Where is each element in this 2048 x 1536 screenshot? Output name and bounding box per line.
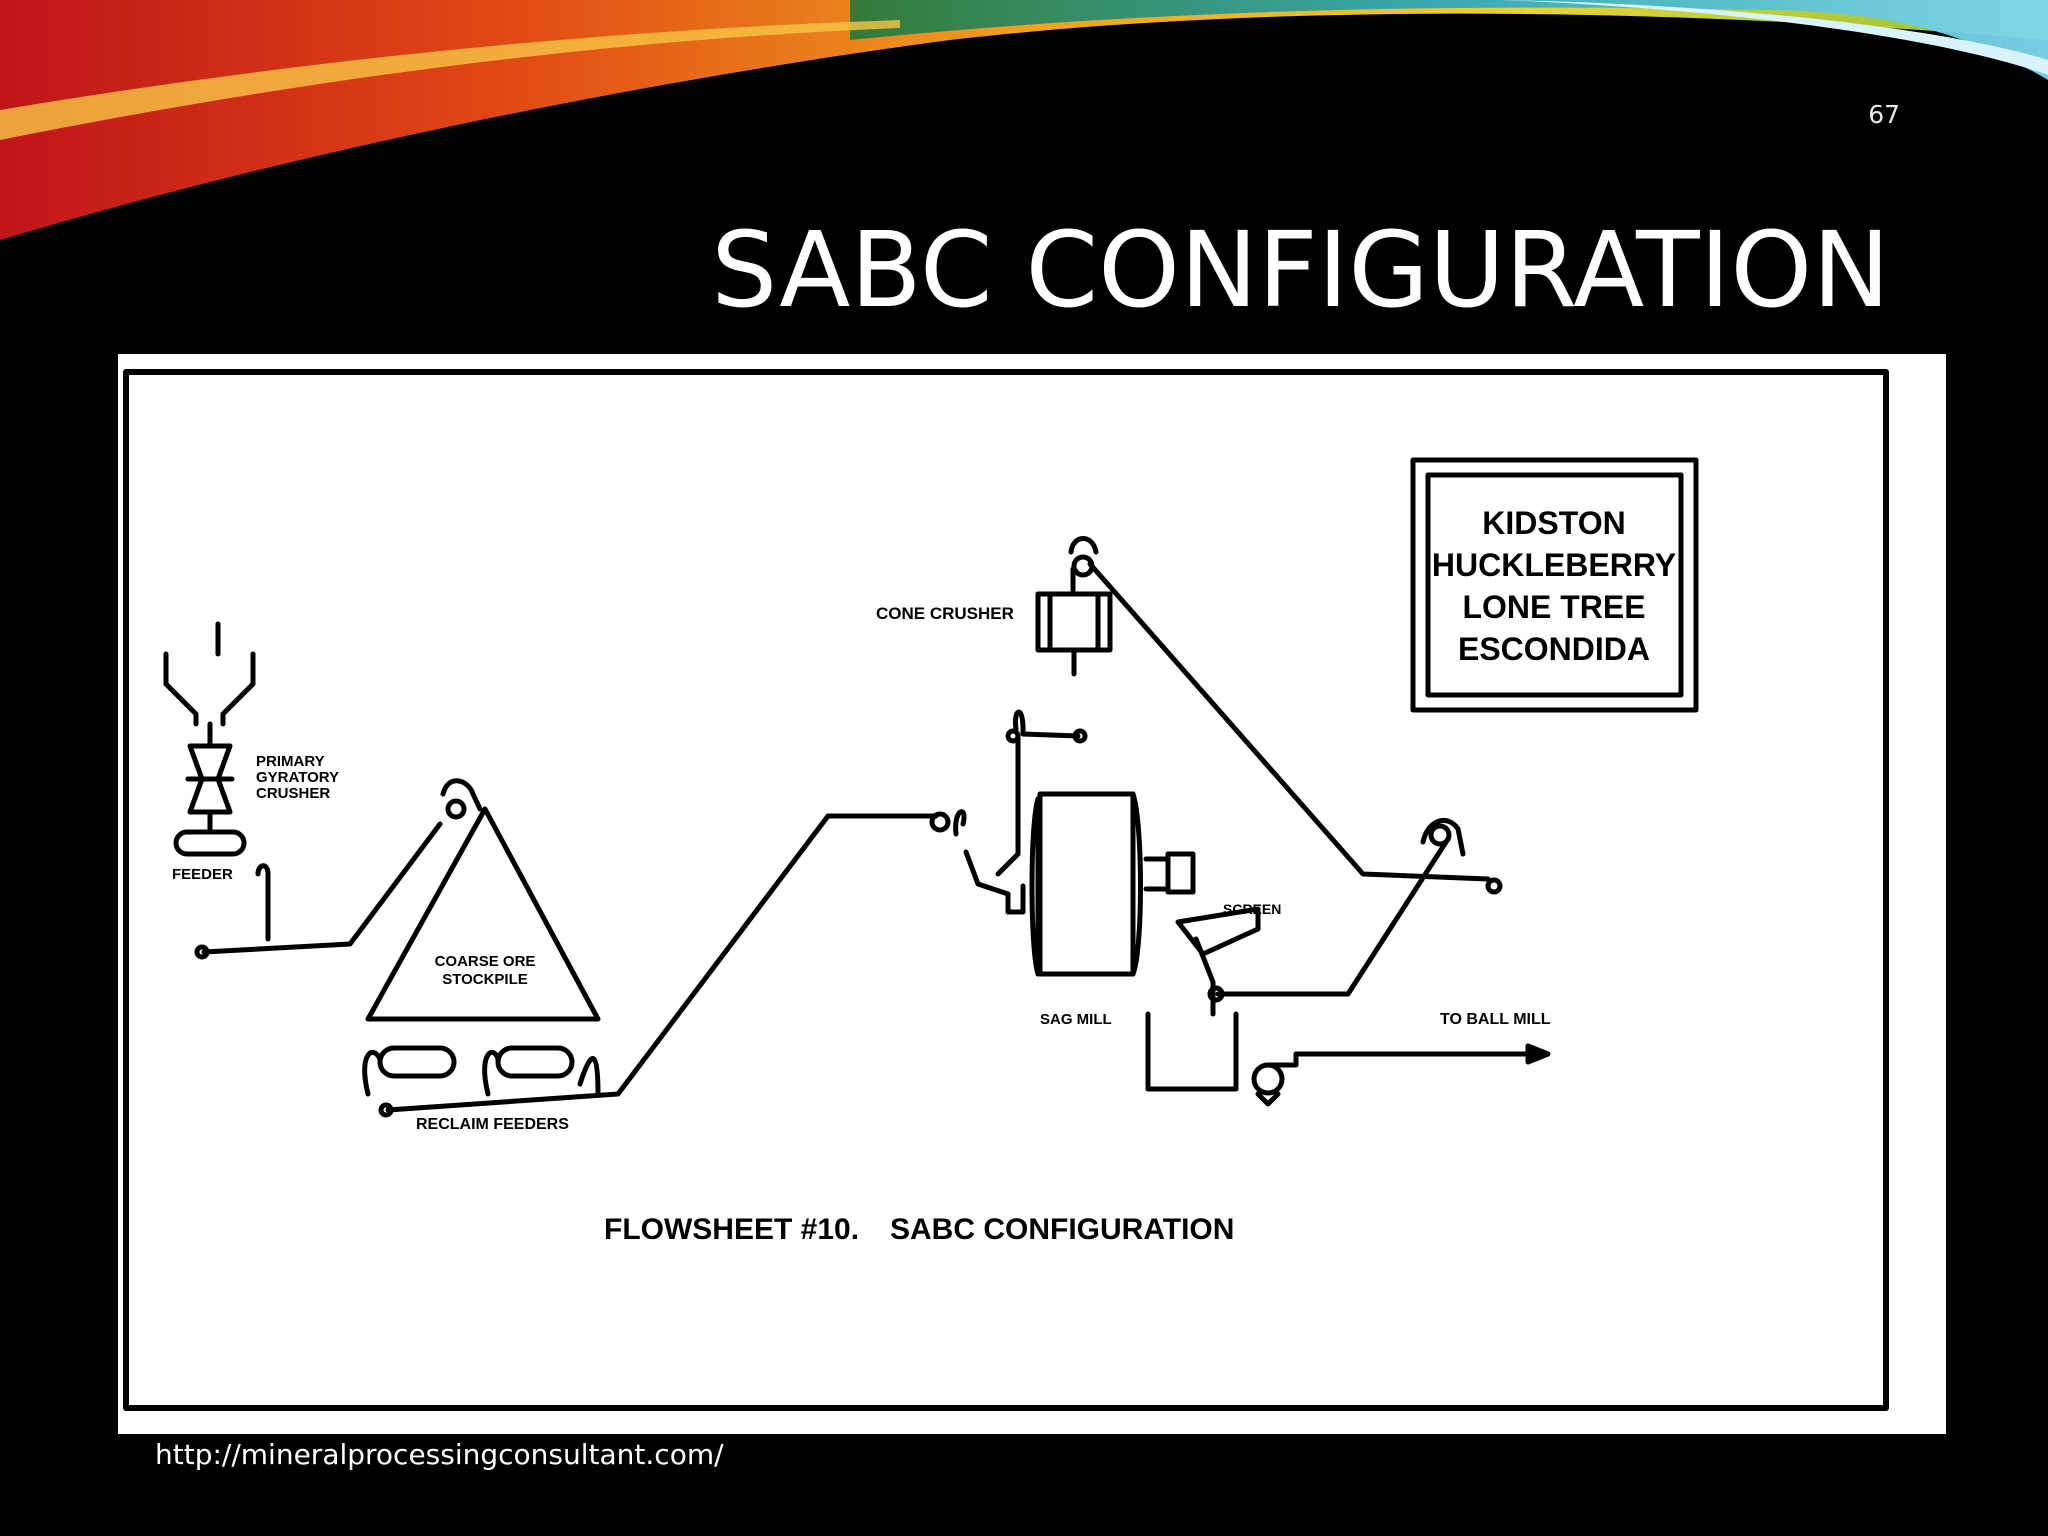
primary-crusher-icon (185, 743, 235, 832)
mine-list-inner-box (1425, 472, 1684, 698)
conveyor-to-sag-mill (385, 813, 939, 1113)
stockpile-label: COARSE ORE (435, 953, 536, 970)
flowsheet-diagram: KIDSTON HUCKLEBERRY LONE TREE ESCONDIDA … (123, 369, 1889, 1411)
stockpile-label: STOCKPILE (442, 971, 528, 988)
conveyor-to-stockpile (201, 821, 443, 955)
primary-crusher-label: PRIMARY (256, 753, 325, 770)
flowsheet-number-caption: FLOWSHEET #10. (604, 1213, 859, 1246)
sag-mill-label: SAG MILL (1040, 1011, 1112, 1028)
flowsheet-figure: KIDSTON HUCKLEBERRY LONE TREE ESCONDIDA … (118, 354, 1946, 1434)
stockpile-head-pulley (445, 798, 467, 820)
screen-icon (1175, 906, 1261, 1017)
pump-icon (1251, 1062, 1285, 1096)
to-ball-mill-label: TO BALL MILL (1440, 1011, 1551, 1028)
screen-oversize-conveyor (1215, 836, 1451, 997)
to-ball-mill-line (1265, 1051, 1539, 1068)
feeder-icon (173, 829, 247, 857)
flowsheet-title-caption: SABC CONFIGURATION (890, 1213, 1234, 1246)
diagram-border (123, 369, 1889, 1411)
cone-crusher-icon (1035, 536, 1113, 677)
slide-number: 67 (1868, 100, 1900, 129)
decorative-ribbon (0, 0, 2048, 240)
screen-label: SCREEN (1223, 901, 1281, 917)
feeder-label: FEEDER (172, 866, 233, 883)
mine-name: ESCONDIDA (1458, 631, 1650, 667)
mine-name: KIDSTON (1482, 505, 1625, 541)
reclaim-feeder-1-icon (377, 1045, 457, 1079)
mine-list: KIDSTON HUCKLEBERRY LONE TREE ESCONDIDA (1432, 505, 1676, 667)
reclaim-feeder-2-icon (495, 1045, 575, 1079)
reclaim-feeders-label: RECLAIM FEEDERS (416, 1116, 569, 1133)
coarse-ore-stockpile-icon (365, 806, 601, 1022)
mine-name: HUCKLEBERRY (1432, 547, 1676, 583)
sag-mill-icon (1029, 791, 1196, 977)
primary-crusher-label: GYRATORY (256, 769, 339, 786)
mine-name: LONE TREE (1462, 589, 1645, 625)
mine-list-outer-box (1410, 457, 1699, 713)
source-url[interactable]: http://mineralprocessingconsultant.com/ (155, 1438, 724, 1471)
cone-crusher-return-conveyor (1087, 561, 1491, 882)
primary-crusher-label: CRUSHER (256, 785, 330, 802)
sump-icon (1145, 1011, 1239, 1092)
slide-title: SABC CONFIGURATION (711, 209, 1890, 331)
cone-crusher-label: CONE CRUSHER (876, 604, 1014, 623)
feed-hopper-icon (163, 621, 256, 747)
